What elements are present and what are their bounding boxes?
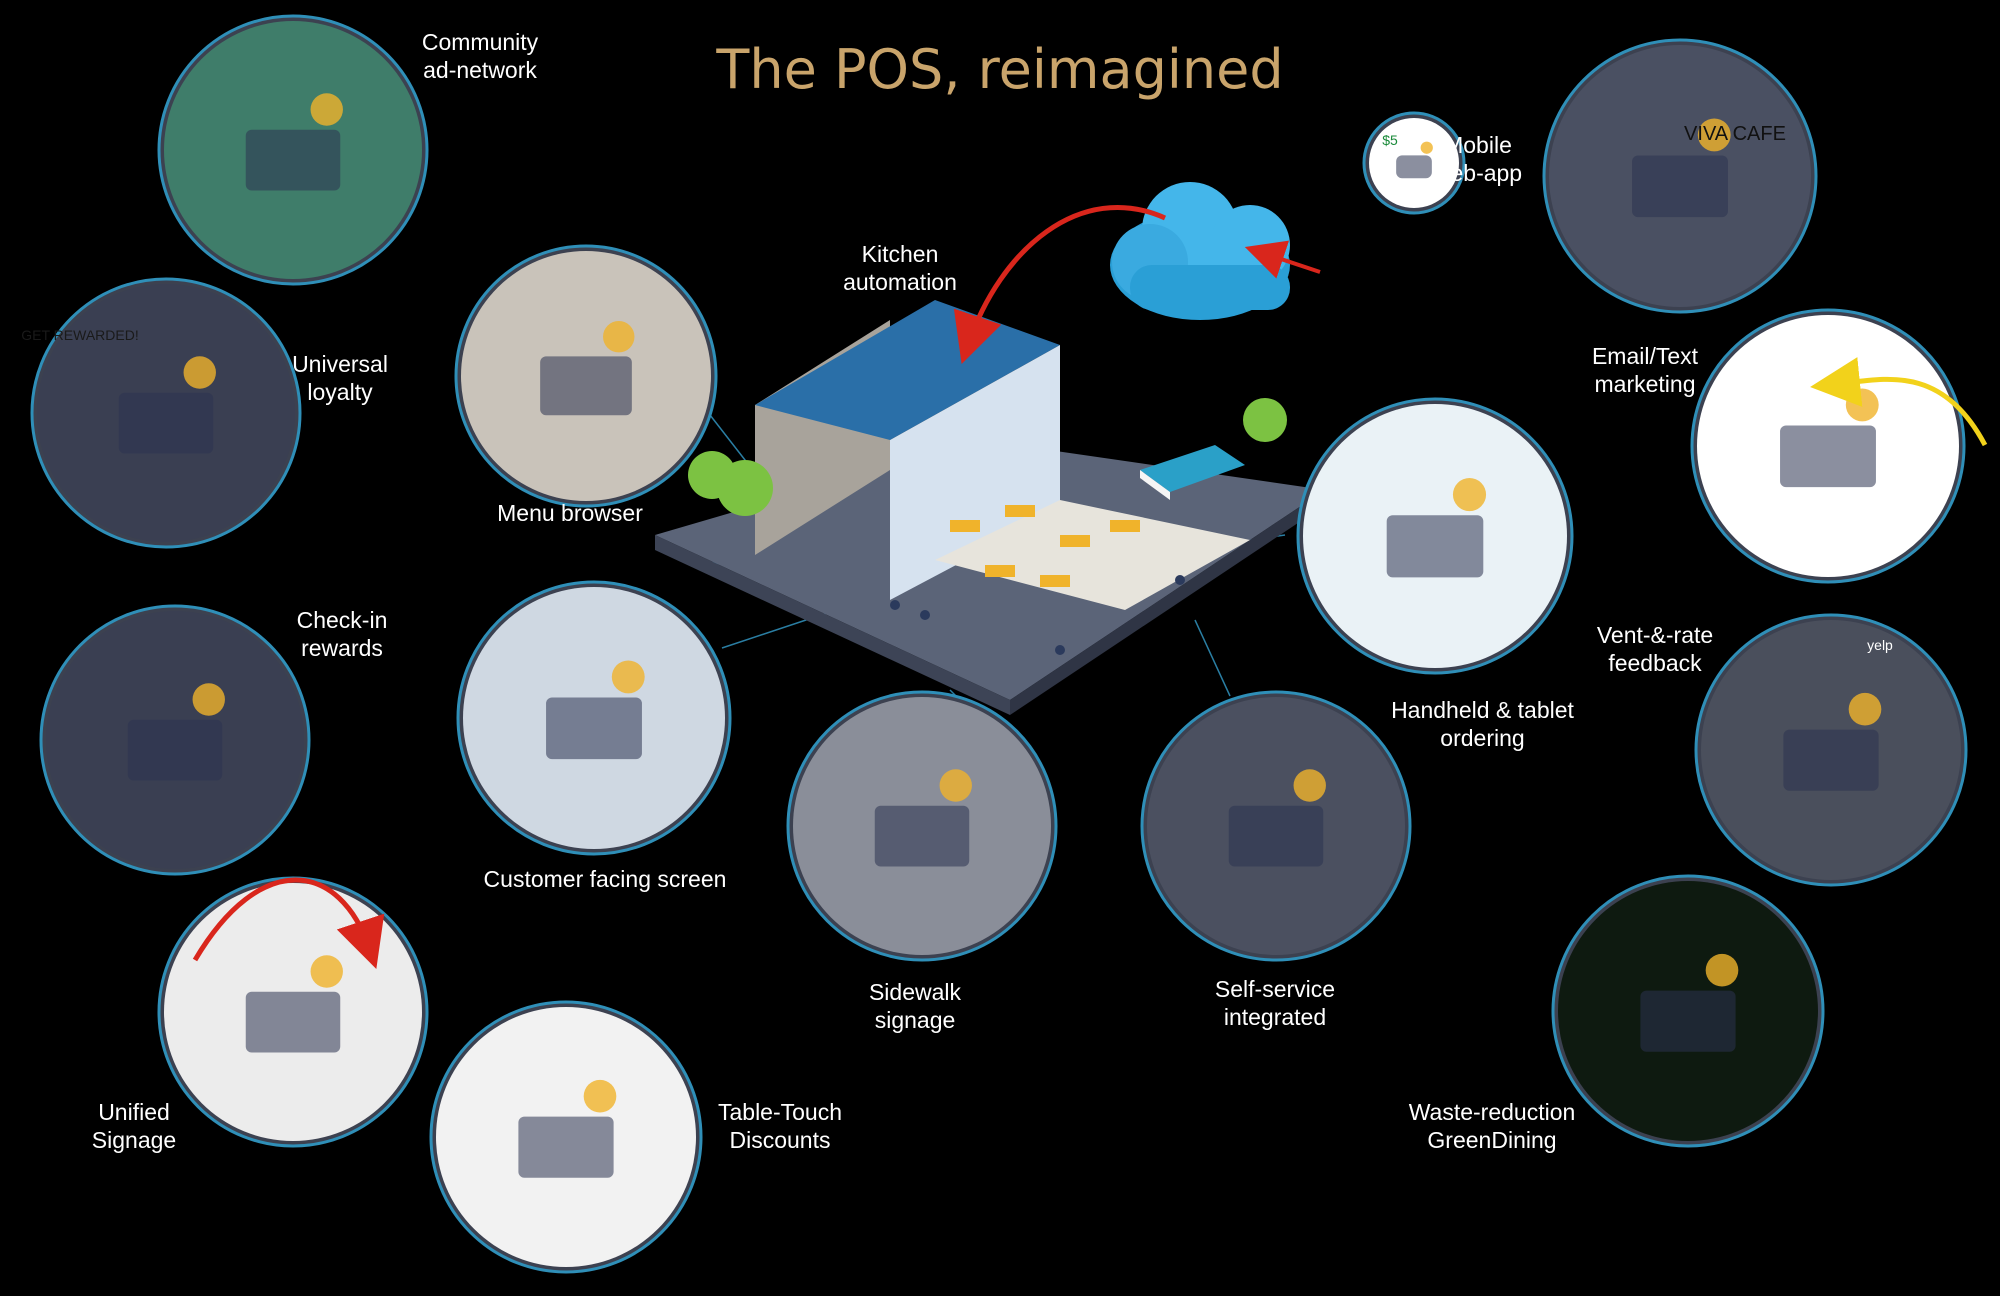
signage-icon	[245, 955, 343, 1053]
circle-vent	[1694, 613, 1968, 887]
circle-tabletouch	[429, 1000, 703, 1274]
self-kiosk-icon	[1228, 769, 1326, 867]
circle-handheld	[1296, 397, 1574, 675]
magnet-icon	[118, 356, 216, 454]
leaf-bin-icon	[1640, 953, 1739, 1052]
rating-icon	[1783, 692, 1882, 791]
red-arc-arrow	[192, 877, 385, 969]
receipt-icon	[518, 1079, 617, 1178]
phone-qr-icon	[127, 683, 225, 781]
page-title: The POS, reimagined	[716, 38, 1284, 101]
loyalty-card-text: GET REWARDED!	[21, 327, 138, 343]
circle-checkin	[39, 604, 311, 876]
yelp-logo: yelp	[1867, 637, 1893, 653]
cloud-to-kitchen-arrow	[953, 205, 1167, 364]
smartphone-icon	[1396, 141, 1433, 179]
circle-mobile	[1362, 111, 1466, 215]
standee-icon	[874, 769, 972, 867]
monitor-icon	[546, 660, 645, 760]
storefront-phone-icon	[1632, 118, 1731, 218]
label-customer-facing-screen: Customer facing screen	[483, 866, 727, 892]
viva-cafe-badge: VIVA CAFE	[1684, 123, 1786, 145]
storefronts-icon	[245, 93, 343, 191]
mobile-to-cloud-arrow	[1244, 240, 1321, 279]
circle-mobilebig	[1542, 38, 1818, 314]
circle-menu	[454, 244, 718, 508]
circle-email	[1690, 308, 1966, 584]
cloud-icon	[1110, 182, 1290, 320]
label-menu-browser: Menu browser	[497, 500, 643, 526]
kiosk-icon	[540, 320, 635, 416]
circle-waste	[1551, 874, 1825, 1148]
circle-customer	[456, 580, 732, 856]
circle-selfservice	[1140, 690, 1412, 962]
circle-loyalty	[30, 277, 302, 549]
circle-sidewalk	[786, 690, 1058, 962]
yellow-arrow	[1810, 357, 1988, 447]
central-restaurant-illustration	[655, 300, 1325, 715]
circle-community	[157, 14, 429, 286]
tablet-icon	[1386, 478, 1487, 578]
price-tag: $5	[1382, 132, 1398, 148]
